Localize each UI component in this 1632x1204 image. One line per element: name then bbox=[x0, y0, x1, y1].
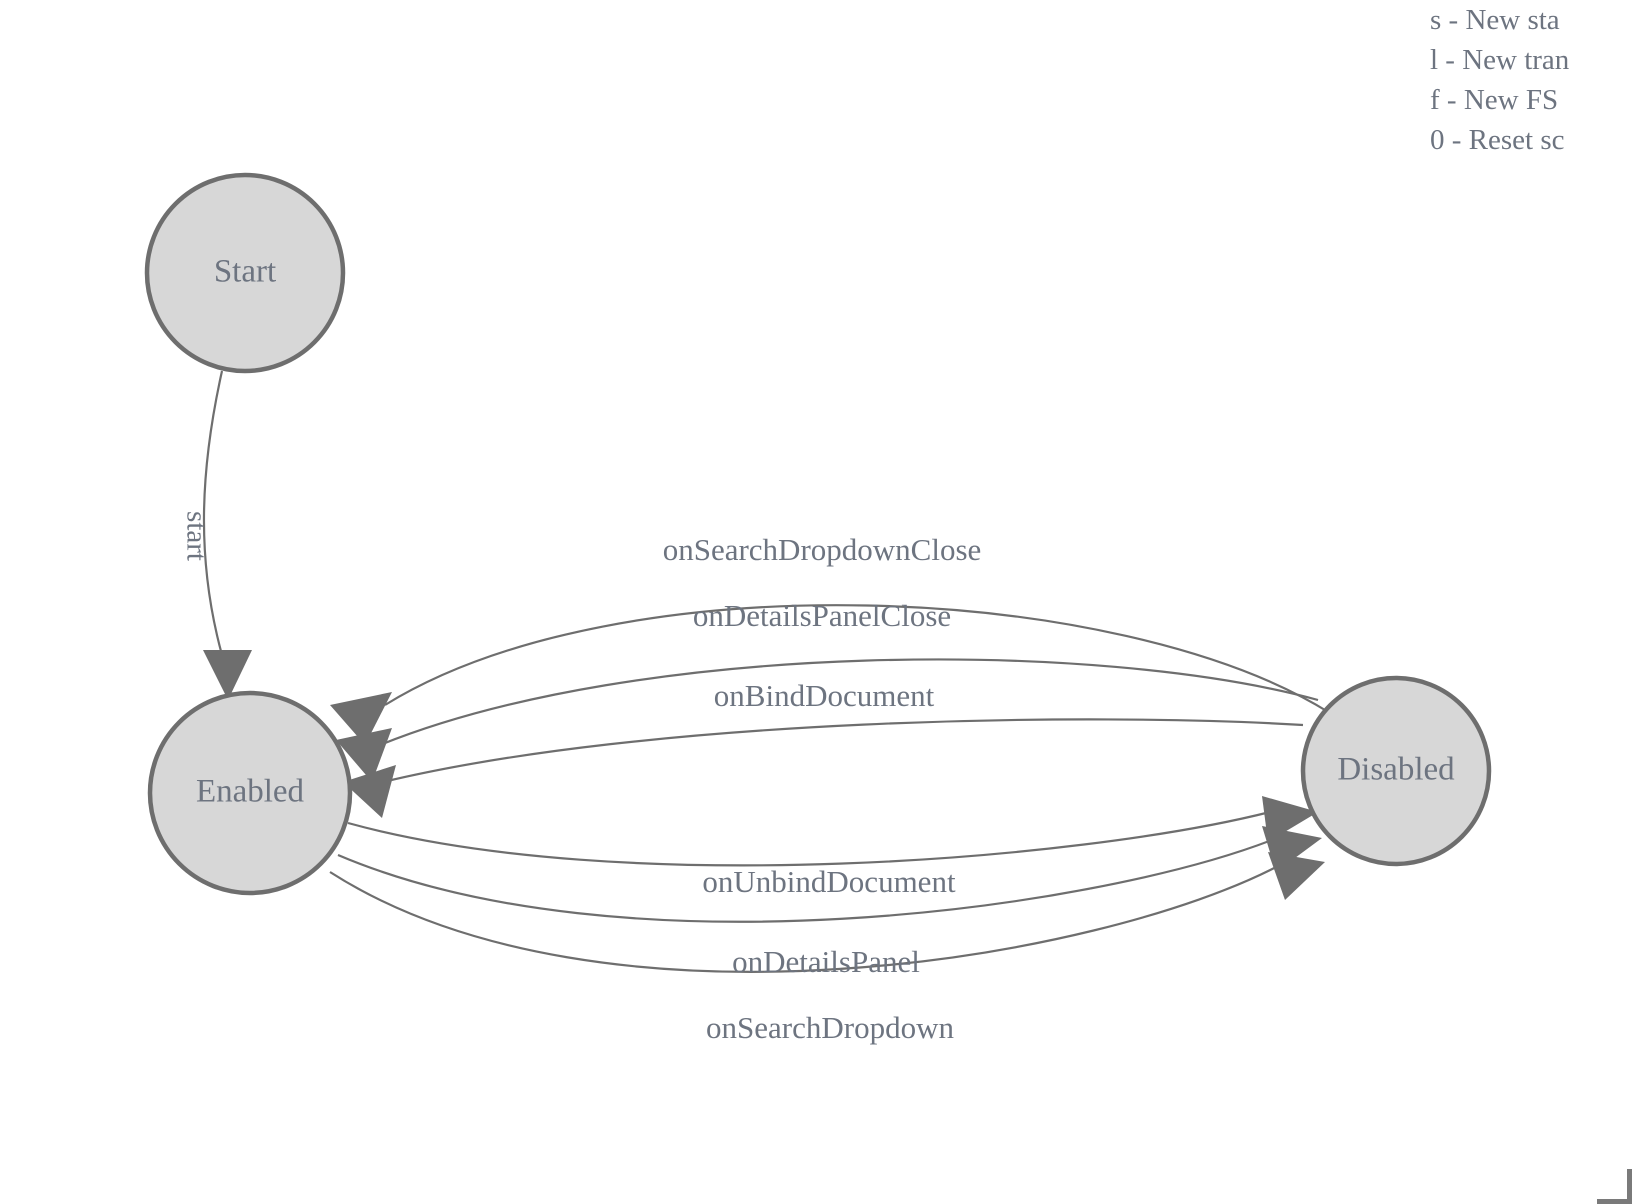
help-shortcuts-overlay: s - New sta l - New tran f - New FS 0 - … bbox=[1430, 0, 1632, 160]
node-disabled-label: Disabled bbox=[1337, 752, 1455, 788]
node-disabled[interactable]: Disabled bbox=[1300, 675, 1492, 867]
node-enabled-circle[interactable] bbox=[147, 690, 353, 896]
edge-on-details-panel-close[interactable] bbox=[336, 658, 1319, 782]
help-line-new-fsm: f - New FS bbox=[1430, 84, 1559, 116]
edge-on-unbind-document[interactable] bbox=[347, 796, 1318, 867]
edge-start-arrowhead bbox=[203, 650, 252, 700]
node-enabled[interactable]: Enabled bbox=[147, 690, 353, 896]
node-disabled-circle[interactable] bbox=[1300, 675, 1492, 867]
edge-on-bind-document-arrowhead bbox=[343, 765, 396, 818]
edge-start[interactable] bbox=[202, 370, 252, 700]
help-line-new-state: s - New sta bbox=[1430, 4, 1560, 36]
edge-on-search-dropdown-label: onSearchDropdown bbox=[706, 1010, 954, 1045]
node-start[interactable]: Start bbox=[144, 172, 346, 374]
edge-on-search-dropdown-path bbox=[329, 864, 1281, 973]
edge-on-bind-document-label: onBindDocument bbox=[714, 678, 935, 713]
resize-corner-handle[interactable] bbox=[1597, 1169, 1632, 1204]
node-start-circle[interactable] bbox=[144, 172, 346, 374]
edge-on-search-dropdown-close[interactable] bbox=[330, 604, 1331, 745]
edge-on-bind-document[interactable] bbox=[343, 718, 1304, 818]
edge-on-details-panel-close-path bbox=[379, 658, 1319, 747]
help-line-new-transition: l - New tran bbox=[1430, 44, 1570, 76]
edge-on-details-panel-close-label: onDetailsPanelClose bbox=[693, 598, 951, 633]
edge-on-search-dropdown-close-arrowhead bbox=[330, 692, 392, 745]
edge-start-label: start bbox=[180, 511, 212, 561]
edge-on-search-dropdown-close-path bbox=[384, 604, 1331, 714]
edge-on-unbind-document-label: onUnbindDocument bbox=[702, 864, 956, 899]
edge-on-details-panel-close-arrowhead bbox=[336, 728, 392, 782]
edge-on-details-panel-label: onDetailsPanel bbox=[732, 944, 920, 979]
node-start-label: Start bbox=[214, 254, 276, 290]
edge-on-search-dropdown-arrowhead bbox=[1268, 852, 1325, 900]
edge-on-search-dropdown-close-label: onSearchDropdownClose bbox=[663, 532, 982, 567]
edge-start-path bbox=[202, 370, 224, 656]
help-line-reset-scale: 0 - Reset sc bbox=[1430, 124, 1565, 156]
edge-on-details-panel-path bbox=[337, 838, 1273, 923]
edge-on-search-dropdown[interactable] bbox=[329, 852, 1325, 973]
node-enabled-label: Enabled bbox=[196, 774, 305, 810]
edge-on-unbind-document-path bbox=[347, 810, 1271, 867]
edge-on-bind-document-path bbox=[382, 718, 1304, 784]
